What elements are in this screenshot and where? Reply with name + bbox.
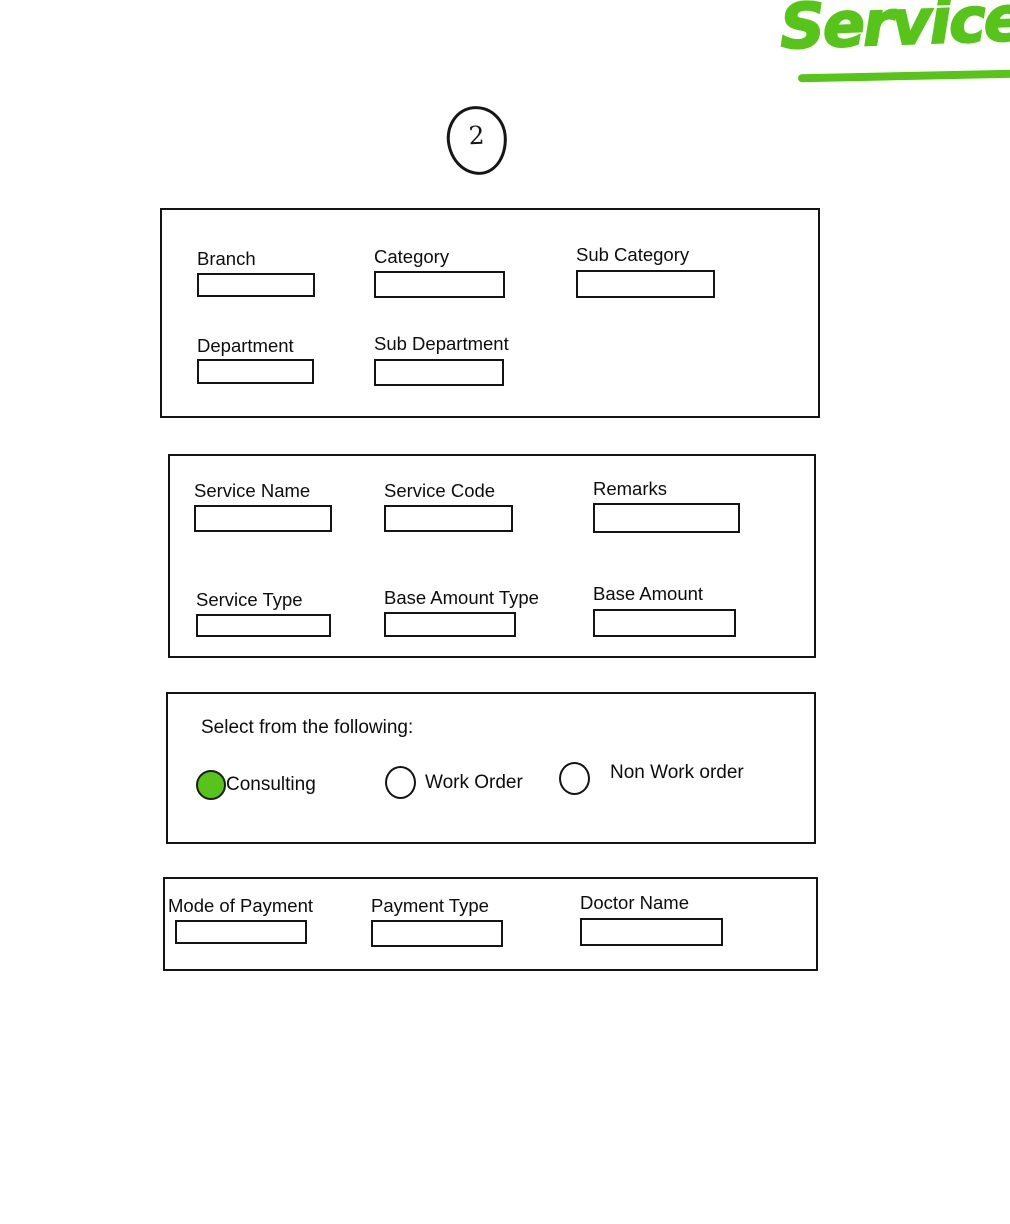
payment-type-label: Payment Type	[371, 895, 489, 916]
sub-department-field-group: Sub Department	[374, 333, 509, 386]
base-amount-label: Base Amount	[593, 583, 704, 604]
radio-unselected-icon[interactable]	[559, 762, 590, 795]
page-number-circle: 2	[443, 103, 511, 178]
branch-input[interactable]	[197, 273, 315, 297]
sub-category-input[interactable]	[576, 270, 715, 298]
classification-section	[160, 208, 820, 418]
radio-label-consulting: Consulting	[226, 774, 316, 795]
handwritten-title: Service	[778, 0, 1010, 64]
mode-of-payment-input[interactable]	[175, 920, 307, 944]
category-input[interactable]	[374, 271, 505, 298]
radio-option-non-work-order[interactable]: Non Work order	[559, 762, 744, 795]
sub-category-label: Sub Category	[576, 244, 690, 265]
remarks-label: Remarks	[593, 478, 668, 499]
sub-department-input[interactable]	[374, 359, 504, 386]
service-name-label: Service Name	[194, 480, 311, 501]
doctor-name-input[interactable]	[580, 918, 723, 946]
radio-option-work-order[interactable]: Work Order	[385, 766, 523, 799]
base-amount-type-input[interactable]	[384, 612, 516, 637]
remarks-field-group: Remarks	[593, 478, 740, 533]
department-field-group: Department	[197, 335, 314, 384]
payment-type-field-group: Payment Type	[371, 895, 503, 947]
branch-label: Branch	[197, 248, 256, 269]
selection-section	[166, 692, 816, 844]
page-number-text: 2	[468, 120, 485, 151]
doctor-name-label: Doctor Name	[580, 892, 689, 913]
service-code-input[interactable]	[384, 505, 513, 532]
service-code-field-group: Service Code	[384, 480, 513, 532]
sub-category-field-group: Sub Category	[576, 244, 715, 298]
branch-field-group: Branch	[197, 248, 315, 297]
radio-label-non-work-order: Non Work order	[610, 761, 744, 783]
mode-of-payment-label: Mode of Payment	[168, 895, 313, 916]
radio-unselected-icon[interactable]	[385, 766, 416, 799]
handwritten-underline	[797, 69, 1010, 83]
base-amount-input[interactable]	[593, 609, 736, 637]
department-label: Department	[197, 335, 294, 356]
category-label: Category	[374, 246, 450, 267]
selection-prompt: Select from the following:	[201, 717, 414, 738]
radio-selected-icon[interactable]	[196, 770, 226, 800]
service-type-field-group: Service Type	[196, 589, 331, 637]
base-amount-type-label: Base Amount Type	[384, 587, 539, 608]
remarks-input[interactable]	[593, 503, 740, 533]
sub-department-label: Sub Department	[374, 333, 509, 354]
payment-type-input[interactable]	[371, 920, 503, 947]
department-input[interactable]	[197, 359, 314, 384]
service-type-input[interactable]	[196, 614, 331, 637]
base-amount-field-group: Base Amount	[593, 583, 736, 637]
service-name-field-group: Service Name	[194, 480, 332, 532]
doctor-name-field-group: Doctor Name	[580, 892, 723, 946]
service-type-label: Service Type	[196, 589, 303, 610]
mode-of-payment-field-group: Mode of Payment	[168, 895, 313, 944]
radio-label-work-order: Work Order	[425, 771, 523, 793]
base-amount-type-field-group: Base Amount Type	[384, 587, 539, 637]
service-name-input[interactable]	[194, 505, 332, 532]
service-code-label: Service Code	[384, 480, 496, 501]
radio-option-consulting[interactable]: Consulting	[196, 770, 316, 800]
category-field-group: Category	[374, 246, 505, 298]
